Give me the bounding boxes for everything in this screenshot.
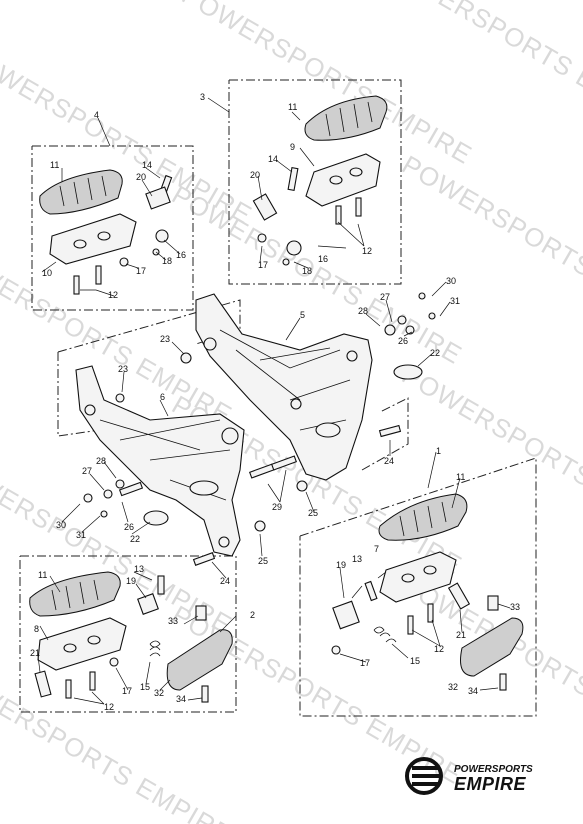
callout-19: 19 xyxy=(126,576,136,586)
callout-19: 19 xyxy=(336,560,346,570)
callout-25: 25 xyxy=(308,508,318,518)
assembly-frames xyxy=(19,79,537,717)
footrest-rubber-bottom-right xyxy=(378,493,468,541)
callout-24: 24 xyxy=(220,576,230,586)
callouts: 1 2 3 4 5 6 7 8 9 10 11 11 11 11 12 12 1… xyxy=(30,92,520,712)
callout-31: 31 xyxy=(76,530,86,540)
frame-hanger-5 xyxy=(361,397,409,471)
callout-30: 30 xyxy=(446,276,456,286)
callout-3: 3 xyxy=(200,92,205,102)
callout-2: 2 xyxy=(250,610,255,620)
callout-20: 20 xyxy=(136,172,146,182)
frame-assembly-4 xyxy=(31,145,194,311)
callout-9: 9 xyxy=(290,142,295,152)
logo-mark-icon xyxy=(405,757,443,795)
callout-12: 12 xyxy=(362,246,372,256)
callout-22: 22 xyxy=(430,348,440,358)
leader-lines xyxy=(37,97,511,705)
footrest-9 xyxy=(305,153,381,207)
callout-28: 28 xyxy=(96,456,106,466)
watermark-text: POWERSPORTS EMPIRE xyxy=(177,0,477,170)
callout-21: 21 xyxy=(30,648,40,658)
callout-14: 14 xyxy=(268,154,278,164)
callout-22: 22 xyxy=(130,534,140,544)
callout-12: 12 xyxy=(108,290,118,300)
callout-14: 14 xyxy=(142,160,152,170)
callout-31: 31 xyxy=(450,296,460,306)
callout-13: 13 xyxy=(352,554,362,564)
callout-28: 28 xyxy=(358,306,368,316)
callout-32: 32 xyxy=(448,682,458,692)
footrests xyxy=(37,153,457,671)
heel-guard-left xyxy=(166,629,233,691)
callout-10: 10 xyxy=(42,268,52,278)
watermark-text: POWERSPORTS EMPIRE xyxy=(0,659,237,824)
callout-13: 13 xyxy=(134,564,144,574)
callout-12: 12 xyxy=(104,702,114,712)
watermark-text: POWERSPORTS EMPIRE xyxy=(397,149,583,340)
hanger-6 xyxy=(75,365,245,557)
heel-guard-right xyxy=(460,617,524,677)
callout-23: 23 xyxy=(118,364,128,374)
callout-23: 23 xyxy=(160,334,170,344)
callout-34: 34 xyxy=(176,694,186,704)
frame-assembly-1 xyxy=(299,457,537,717)
footrest-8 xyxy=(37,617,127,671)
footrest-10 xyxy=(49,213,137,265)
callout-33: 33 xyxy=(510,602,520,612)
callout-8: 8 xyxy=(34,624,39,634)
callout-11: 11 xyxy=(288,102,297,112)
callout-16: 16 xyxy=(318,254,328,264)
callout-24: 24 xyxy=(384,456,394,466)
callout-7: 7 xyxy=(374,544,379,554)
callout-15: 15 xyxy=(140,682,150,692)
footrest-rubber-bottom-left xyxy=(29,571,121,617)
callout-26: 26 xyxy=(124,522,134,532)
heel-guards xyxy=(166,617,524,691)
callout-32: 32 xyxy=(154,688,164,698)
callout-29: 29 xyxy=(272,502,282,512)
brand-logo: POWERSPORTS EMPIRE xyxy=(404,754,564,798)
callout-27: 27 xyxy=(380,292,390,302)
callout-11: 11 xyxy=(38,570,47,580)
callout-1: 1 xyxy=(436,446,441,456)
callout-6: 6 xyxy=(160,392,165,402)
footrest-7 xyxy=(379,551,457,603)
callout-17: 17 xyxy=(122,686,132,696)
footrest-rubber-top-right xyxy=(304,95,388,141)
callout-33: 33 xyxy=(168,616,178,626)
footrest-rubbers xyxy=(29,95,468,617)
callout-34: 34 xyxy=(468,686,478,696)
frame-assembly-3 xyxy=(228,79,402,285)
callout-18: 18 xyxy=(302,266,312,276)
callout-27: 27 xyxy=(82,466,92,476)
frame-assembly-2 xyxy=(19,555,237,713)
callout-16: 16 xyxy=(176,250,186,260)
callout-18: 18 xyxy=(162,256,172,266)
callout-17: 17 xyxy=(360,658,370,668)
footrest-rubber-top-left xyxy=(39,169,123,215)
callout-4: 4 xyxy=(94,110,99,120)
callout-21: 21 xyxy=(456,630,466,640)
callout-11: 11 xyxy=(456,472,465,482)
hanger-5 xyxy=(195,293,373,481)
callout-17: 17 xyxy=(258,260,268,270)
callout-30: 30 xyxy=(56,520,66,530)
logo-line-1: POWERSPORTS xyxy=(454,764,533,775)
callout-11: 11 xyxy=(50,160,59,170)
callout-15: 15 xyxy=(410,656,420,666)
callout-12: 12 xyxy=(434,644,444,654)
hardware xyxy=(34,167,507,703)
callout-26: 26 xyxy=(398,336,408,346)
callout-20: 20 xyxy=(250,170,260,180)
callout-17: 17 xyxy=(136,266,146,276)
callout-25: 25 xyxy=(258,556,268,566)
logo-line-2: EMPIRE xyxy=(454,774,527,794)
callout-5: 5 xyxy=(300,310,305,320)
